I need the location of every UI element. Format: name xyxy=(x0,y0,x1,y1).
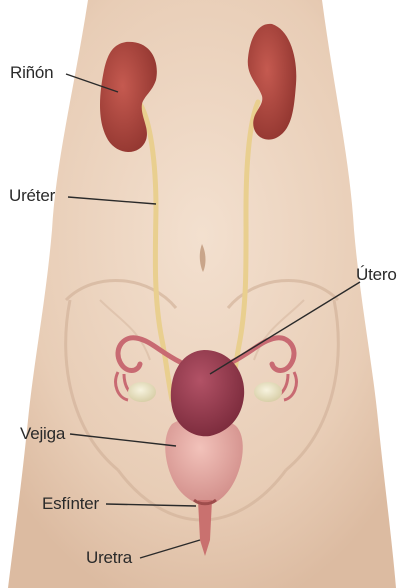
ovary-right xyxy=(254,382,282,402)
kidney-right xyxy=(248,24,297,140)
label-bladder: Vejiga xyxy=(20,424,65,444)
label-uterus: Útero xyxy=(356,265,397,285)
label-urethra: Uretra xyxy=(86,548,132,568)
label-kidney: Riñón xyxy=(10,63,53,83)
label-sphincter: Esfínter xyxy=(42,494,99,514)
ovary-left xyxy=(128,382,156,402)
label-ureter: Uréter xyxy=(9,186,55,206)
